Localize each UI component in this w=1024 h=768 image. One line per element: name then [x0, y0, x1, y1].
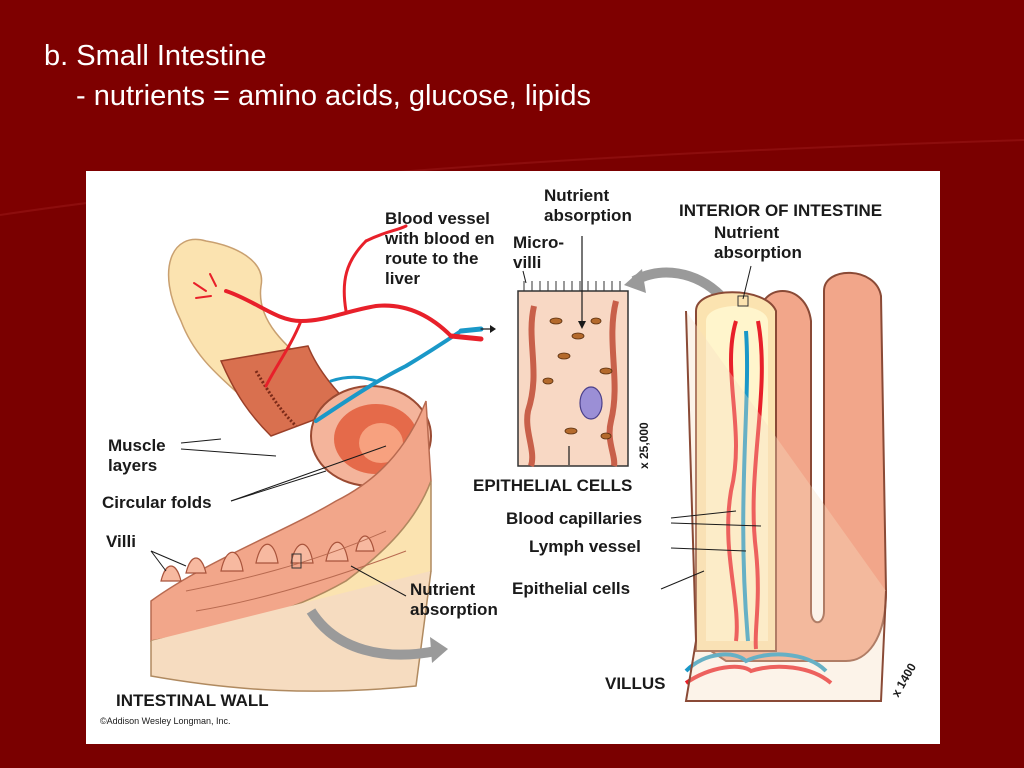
- tube-vessels: [193, 224, 496, 423]
- label-intestinal-wall: INTESTINAL WALL: [116, 691, 269, 710]
- intestine-illustration: [150, 224, 888, 702]
- slide-title: b. Small Intestine - nutrients = amino a…: [44, 36, 591, 116]
- label-microvilli: Micro- villi: [513, 233, 564, 272]
- label-nutrient-absorption-top: Nutrient absorption: [544, 186, 632, 225]
- label-copyright: ©Addison Wesley Longman, Inc.: [100, 716, 231, 726]
- label-villi: Villi: [106, 532, 136, 551]
- label-blood-capillaries: Blood capillaries: [506, 509, 643, 528]
- label-magnification-cells: x 25,000: [637, 422, 651, 469]
- label-lymph-vessel: Lymph vessel: [529, 537, 641, 556]
- label-interior-of-intestine: INTERIOR OF INTESTINE: [679, 201, 883, 220]
- label-interior-nutrient: Nutrient absorption: [714, 223, 802, 262]
- label-circular-folds: Circular folds: [102, 493, 212, 512]
- label-villus: VILLUS: [605, 674, 666, 693]
- label-epithelial-cells: Epithelial cells: [512, 579, 631, 598]
- slide-subheading: - nutrients = amino acids, glucose, lipi…: [76, 80, 592, 112]
- label-epithelial-cells-title: EPITHELIAL CELLS: [473, 476, 633, 495]
- arrow-to-cells: [631, 267, 725, 300]
- epithelial-cells-panel: [517, 236, 629, 467]
- intestine-tube: [150, 238, 432, 692]
- label-nutrient-absorption-wall: Nutrient absorption: [410, 580, 498, 619]
- slide-heading: b. Small Intestine: [44, 40, 267, 72]
- villus-panel: [684, 271, 888, 702]
- intestine-figure: Blood vessel with blood en route to the …: [86, 171, 940, 744]
- label-blood-vessel: Blood vessel with blood en route to the …: [385, 209, 495, 288]
- arrow-to-villus: [306, 608, 437, 660]
- label-muscle-layers: Muscle layers: [108, 436, 166, 475]
